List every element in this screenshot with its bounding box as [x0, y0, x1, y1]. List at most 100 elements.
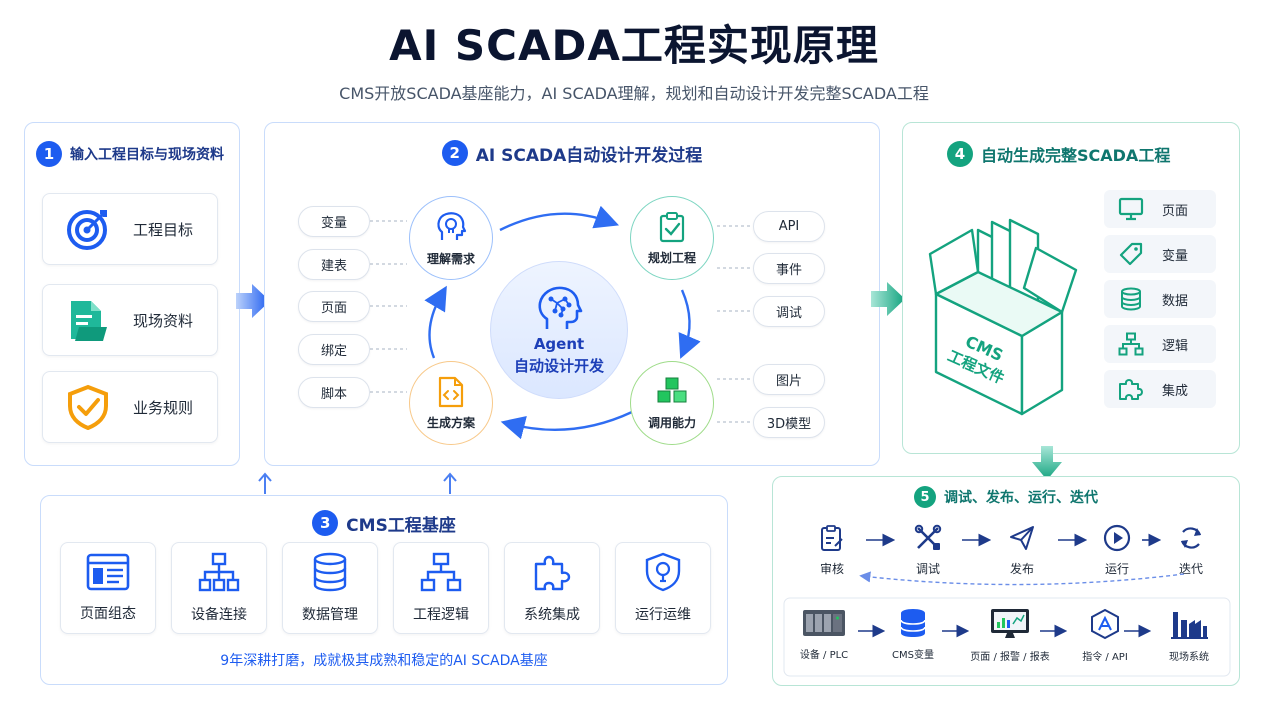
arrow-down-icon: [1032, 446, 1062, 480]
pill-3d-model[interactable]: 3D模型: [753, 407, 825, 438]
step-badge-3: 3: [312, 510, 339, 536]
step-debug-label: 调试: [915, 562, 940, 576]
step-badge-2: 2: [441, 140, 468, 166]
flow-site-system: 现场系统: [1152, 608, 1226, 663]
agent-center[interactable]: Agent 自动设计开发: [490, 261, 628, 399]
pill-variable[interactable]: 变量: [298, 206, 370, 237]
step-run[interactable]: 运行: [1089, 524, 1145, 577]
step-debug[interactable]: 调试: [900, 524, 956, 577]
input-card-target[interactable]: 工程目标: [42, 193, 218, 265]
plc-device-icon: [803, 610, 845, 636]
module-engineering-logic[interactable]: 工程逻辑: [393, 542, 489, 634]
node-invoke-label: 调用能力: [647, 415, 696, 430]
panel-cms-header: 3 CMS工程基座: [40, 510, 728, 536]
dashboard-monitor-icon: [991, 609, 1029, 638]
input-card-site-data[interactable]: 现场资料: [42, 284, 218, 356]
page-title: AI SCADA工程实现原理: [389, 21, 879, 70]
clipboard-edit-icon: [821, 525, 843, 551]
panel-deploy-header: 5 调试、发布、运行、迭代: [772, 486, 1240, 508]
input-card-business-rules[interactable]: 业务规则: [42, 371, 218, 443]
module-system-integration-label: 系统集成: [524, 607, 580, 623]
pill-page[interactable]: 页面: [298, 291, 370, 322]
step-review[interactable]: 审核: [804, 524, 860, 577]
panel-cms-footer: 9年深耕打磨，成就极其成熟和稳定的AI SCADA基座: [220, 653, 548, 669]
panel-deploy: [772, 476, 1240, 686]
panel-deploy-title: 调试、发布、运行、迭代: [944, 490, 1098, 506]
step-iterate-label: 迭代: [1178, 562, 1203, 576]
flow-page-alarm-report-label: 页面 / 报警 / 报表: [970, 652, 1050, 663]
steps-connectors: [783, 533, 1231, 677]
node-generate[interactable]: 生成方案: [409, 361, 493, 445]
flow-site-system-label: 现场系统: [1169, 652, 1209, 663]
panel-design-header: 2 AI SCADA自动设计开发过程: [264, 140, 880, 166]
pill-image[interactable]: 图片: [753, 364, 825, 395]
database-icon: [313, 552, 347, 592]
arrow-right-icon: [236, 284, 270, 318]
output-item-page[interactable]: 页面: [1104, 190, 1216, 228]
input-card-target-label: 工程目标: [133, 220, 194, 239]
pill-api[interactable]: API: [753, 211, 825, 242]
agent-center-line2: 自动设计开发: [513, 356, 604, 375]
agent-center-line1: Agent: [533, 334, 585, 353]
flow-command-api-label: 指令 / API: [1082, 652, 1128, 663]
output-item-logic[interactable]: 逻辑: [1104, 325, 1216, 363]
logic-flow-icon: [1118, 332, 1144, 356]
ai-brain-head-icon: [538, 286, 583, 329]
module-operation-label: 运行运维: [635, 607, 691, 623]
pill-event[interactable]: 事件: [753, 253, 825, 284]
puzzle-icon: [1119, 379, 1143, 400]
pill-debug[interactable]: 调试: [753, 296, 825, 327]
node-plan[interactable]: 规划工程: [630, 196, 714, 280]
module-system-integration[interactable]: 系统集成: [504, 542, 600, 634]
document-folder-icon: [71, 301, 107, 341]
code-file-icon: [438, 376, 464, 407]
arrow-right-icon: [871, 282, 905, 316]
pill-table[interactable]: 建表: [298, 249, 370, 280]
network-tree-icon: [198, 552, 240, 592]
node-generate-label: 生成方案: [426, 415, 475, 430]
panel-cms-title: CMS工程基座: [346, 515, 456, 536]
step-badge-4: 4: [947, 141, 973, 167]
flow-device-plc-label: 设备 / PLC: [799, 650, 849, 661]
output-item-data[interactable]: 数据: [1104, 280, 1216, 318]
pill-binding[interactable]: 绑定: [298, 334, 370, 365]
flow-command-api: 指令 / API: [1068, 608, 1142, 663]
tools-icon: [914, 524, 942, 550]
logic-flow-icon: [420, 552, 462, 592]
node-invoke[interactable]: 调用能力: [630, 361, 714, 445]
step-publish[interactable]: 发布: [994, 524, 1050, 577]
input-card-site-data-label: 现场资料: [133, 311, 194, 330]
node-understand[interactable]: 理解需求: [409, 196, 493, 280]
step-iterate[interactable]: 迭代: [1163, 524, 1219, 577]
module-data-management[interactable]: 数据管理: [282, 542, 378, 634]
api-cube-icon: [1091, 608, 1119, 640]
flow-page-alarm-report: 页面 / 报警 / 报表: [966, 608, 1054, 663]
module-page-config[interactable]: 页面组态: [60, 542, 156, 634]
pill-script[interactable]: 脚本: [298, 377, 370, 408]
panel-input-header: 1 输入工程目标与现场资料: [36, 141, 224, 167]
module-device-connect[interactable]: 设备连接: [171, 542, 267, 634]
panel-input-title: 输入工程目标与现场资料: [70, 147, 224, 163]
monitor-icon: [1118, 197, 1144, 221]
flow-cms-variable: CMS变量: [876, 608, 950, 661]
module-page-config-label: 页面组态: [80, 606, 136, 622]
arrow-up-icon: [258, 472, 272, 494]
step-review-label: 审核: [819, 562, 844, 576]
project-box-icon: [928, 218, 1078, 416]
module-engineering-logic-label: 工程逻辑: [413, 607, 469, 623]
output-item-logic-label: 逻辑: [1162, 338, 1189, 354]
page-subtitle: CMS开放SCADA基座能力，AI SCADA理解，规划和自动设计开发完整SCA…: [339, 84, 929, 103]
process-connectors: [370, 205, 753, 440]
factory-icon: [1171, 612, 1208, 639]
flow-cms-variable-label: CMS变量: [892, 650, 934, 661]
play-icon: [1103, 524, 1131, 552]
output-item-integration[interactable]: 集成: [1104, 370, 1216, 408]
head-bulb-icon: [437, 211, 467, 240]
arrow-up-icon: [443, 472, 457, 494]
output-item-page-label: 页面: [1162, 203, 1189, 219]
output-item-variable[interactable]: 变量: [1104, 235, 1216, 273]
shield-bulb-icon: [645, 552, 681, 592]
target-icon: [67, 210, 107, 250]
module-operation[interactable]: 运行运维: [615, 542, 711, 634]
output-item-variable-label: 变量: [1162, 248, 1189, 264]
